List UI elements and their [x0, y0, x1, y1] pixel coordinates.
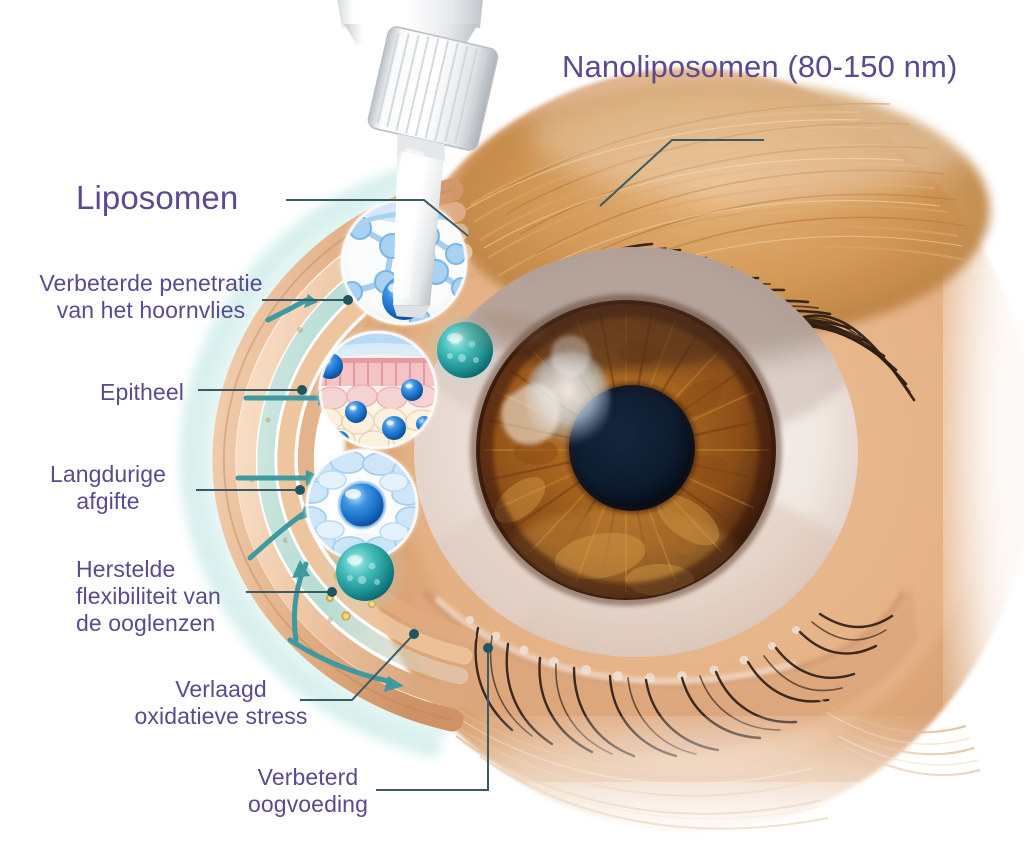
label-herstelde-flexibiliteit: Herstelde flexibiliteit van de ooglenzen [76, 556, 221, 637]
lower-eyelashes [474, 612, 894, 758]
leader-lines [196, 139, 764, 791]
liposome-sphere-lower [321, 528, 409, 616]
label-verbeterd-oogvoeding: Verbeterd oogvoeding [248, 764, 368, 818]
leader-oxidatieve [300, 633, 415, 701]
leader-nanoliposomen [599, 139, 764, 207]
penetration-arrows [235, 297, 395, 685]
label-liposomen: Liposomen [76, 179, 239, 216]
eye-drop-bottle [337, 0, 544, 348]
page-title: Nanoliposomen (80-150 nm) [562, 49, 958, 84]
label-verbeterde-penetratie: Verbeterde penetratie van het hoornvlies [39, 270, 263, 324]
leader-oogvoeding [376, 648, 489, 791]
label-epitheel: Epitheel [100, 379, 184, 405]
leader-liposomen [286, 199, 469, 237]
leader-endpoint-dots [295, 295, 493, 653]
lower-face-hair [400, 689, 1000, 846]
inset-epithelium-tissue [318, 330, 438, 450]
label-langdurige-afgifte: Langdurige afgifte [49, 461, 167, 515]
label-verlaagd-oxidatieve-stress: Verlaagd oxidatieve stress [134, 676, 308, 730]
